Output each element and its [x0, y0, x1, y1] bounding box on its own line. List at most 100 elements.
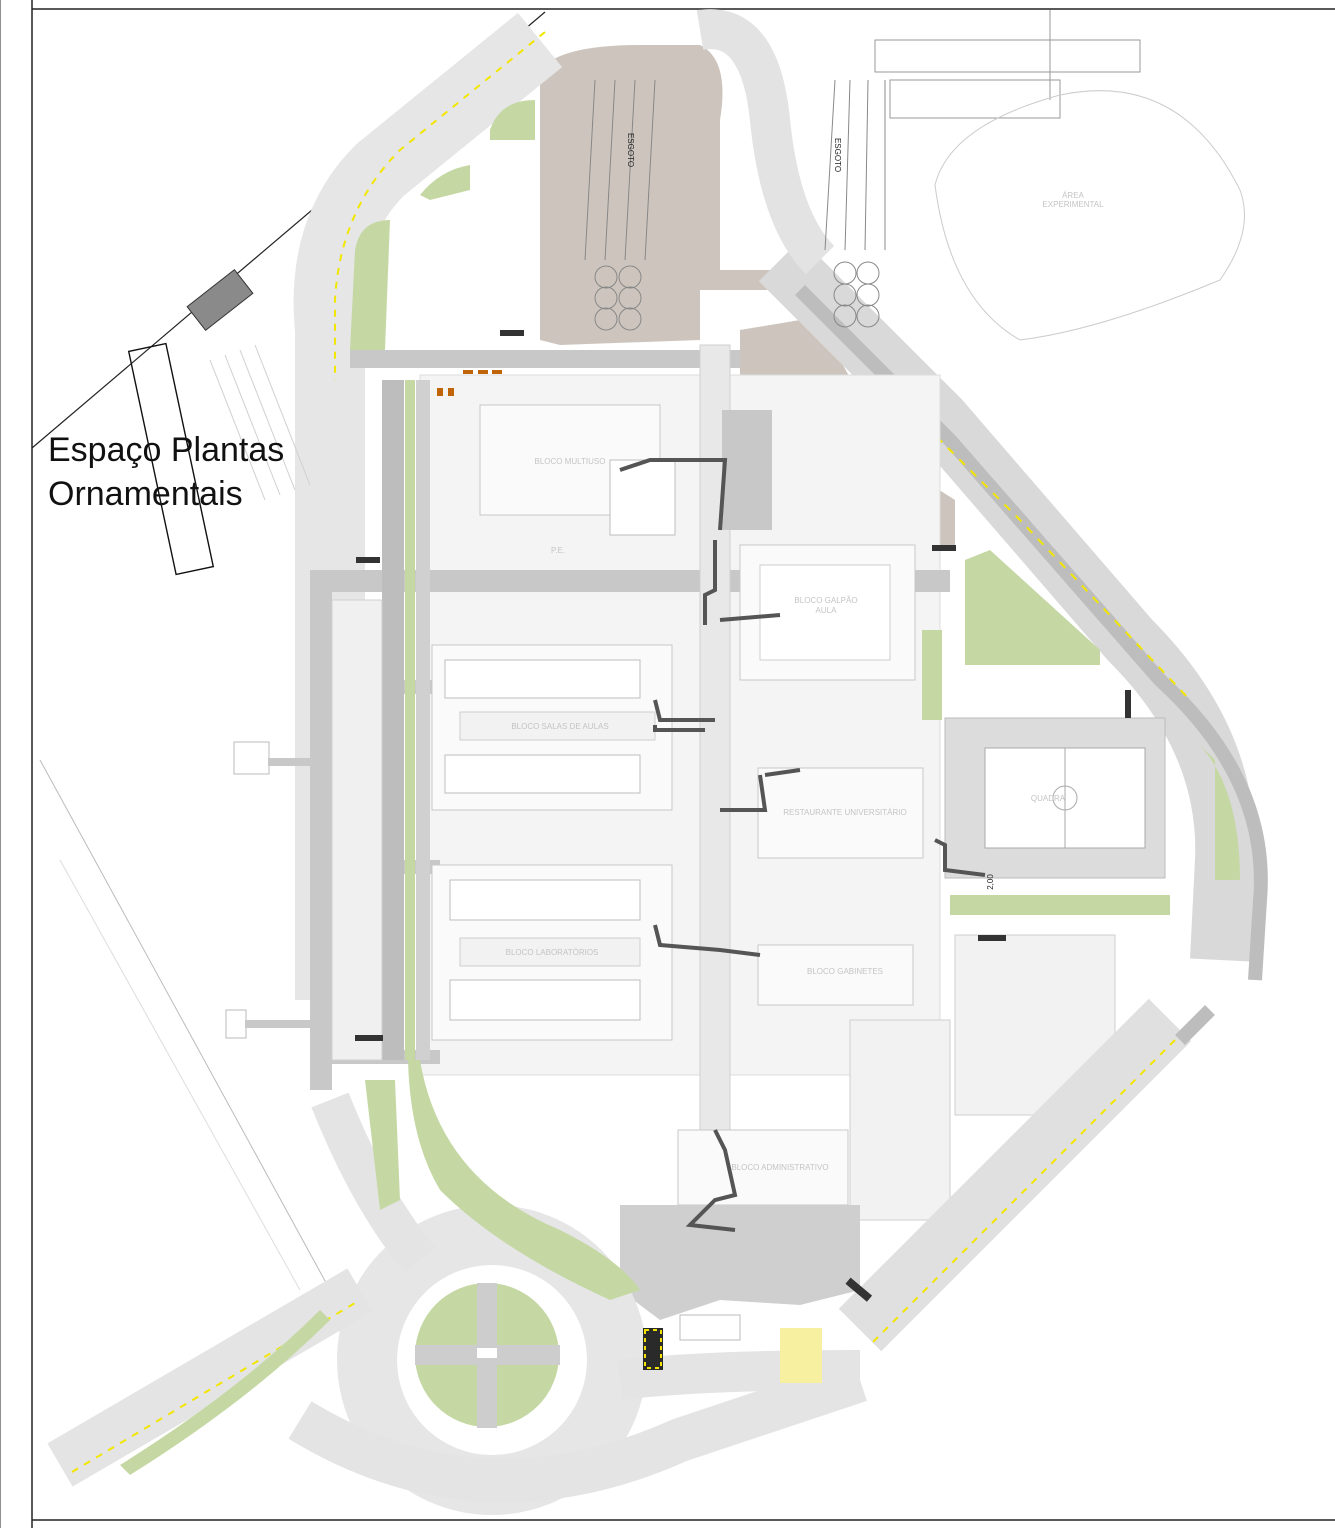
hatch-1 [500, 330, 524, 336]
west-parking [331, 599, 383, 1061]
west-kiosk-2-link [245, 1020, 310, 1028]
ne-parking [874, 10, 1141, 119]
access-path-2 [703, 540, 781, 625]
east-grass [965, 550, 1100, 665]
bloco-galpao-inner [759, 564, 891, 661]
west-kiosk-2 [225, 1009, 247, 1039]
crosswalk-1 [643, 1328, 663, 1370]
grass-south-1 [408, 1060, 640, 1300]
road-south-west [311, 1092, 436, 1273]
lot-line-west-2 [59, 859, 301, 1291]
access-path-5 [653, 924, 761, 957]
greenhouse [186, 269, 254, 331]
access-path-1 [619, 458, 728, 531]
north-loop [696, 9, 835, 275]
west-kiosk-1-link [268, 758, 310, 766]
road-southwest [47, 1268, 373, 1487]
lot-line-west [39, 759, 331, 1291]
west-strip [382, 380, 404, 1060]
label-bloco-gabinetes: BLOCO GABINETES [807, 967, 883, 976]
label-area-experimental-1: ÁREA [1062, 191, 1084, 200]
label-bloco-laboratorios: BLOCO LABORATÓRIOS [506, 948, 599, 957]
road-southeast [838, 998, 1192, 1352]
walkway-north [350, 350, 740, 368]
bloco-lab-hall [459, 937, 641, 967]
label-bloco-galpao-1: BLOCO GALPÃO [794, 596, 857, 605]
hatch-5 [978, 935, 1006, 941]
bloco-salas-row2 [444, 754, 641, 794]
west-strip-2 [416, 380, 430, 1060]
sewage-lines-1 [584, 79, 656, 261]
label-esgoto-2: ESGOTO [833, 138, 842, 172]
label-area-experimental-2: EXPERIMENTAL [1042, 200, 1104, 209]
bloco-multiuso-core [609, 459, 676, 536]
bloco-salas-row1 [444, 659, 641, 699]
bloco-lab-row1 [449, 879, 641, 921]
marker-3 [492, 370, 502, 374]
experimental-area [934, 90, 1245, 341]
south-plaza [620, 1205, 860, 1320]
road-southeast-marking [869, 1039, 1176, 1346]
west-kiosk-1 [233, 741, 270, 775]
label-bloco-multiuso: BLOCO MULTIUSO [535, 457, 606, 466]
hatch-7 [845, 1277, 873, 1302]
access-path-4 [720, 768, 801, 812]
annotation-line-2: Ornamentais [48, 475, 243, 513]
road-north-marking [334, 31, 546, 380]
access-path-6 [685, 1129, 738, 1232]
grass-n2 [420, 165, 470, 200]
sewage-tanks-1 [594, 265, 642, 331]
crosswalk-1-stripes [644, 1329, 662, 1369]
bloco-salas-hall [459, 711, 656, 741]
hatch-6 [355, 1035, 383, 1041]
label-quadra: QUADRA [1031, 794, 1066, 803]
grey-zone-1 [722, 410, 772, 530]
marker-2 [478, 370, 488, 374]
marker-1 [463, 370, 473, 374]
earth-area-north [540, 45, 800, 345]
label-pe: P.E. [551, 546, 565, 555]
road-southeast-edge [1175, 1005, 1215, 1045]
sewage-tanks-2 [833, 261, 880, 328]
road-north [293, 12, 563, 1000]
grass-n1 [490, 100, 535, 140]
label-bloco-salas: BLOCO SALAS DE AULAS [511, 722, 608, 731]
hatch-2 [356, 557, 380, 563]
crosswalk-2 [780, 1328, 822, 1383]
road-east-edge [795, 285, 1268, 981]
marker-5 [448, 388, 454, 396]
west-strip-green [405, 380, 415, 1060]
plants-area [127, 342, 215, 576]
east-parking-2 [849, 1019, 951, 1221]
hatch-4 [1125, 690, 1131, 718]
grass-south-2 [365, 1080, 400, 1210]
bloco-lab-row2 [449, 979, 641, 1021]
restaurante [757, 767, 924, 859]
gatehouse [679, 1314, 741, 1341]
east-grass-strip [950, 895, 1170, 915]
access-path-3 [653, 699, 715, 732]
hatch-3 [932, 545, 956, 551]
annotation-line-1: Espaço Plantas [48, 431, 285, 469]
east-grass-3 [922, 630, 942, 720]
grass-n3 [350, 220, 390, 350]
plants-beds [209, 344, 311, 501]
label-esgoto-1: ESGOTO [626, 133, 635, 167]
quadra-circle [1052, 785, 1078, 811]
bloco-gabinetes [757, 944, 914, 1006]
bloco-administrativo [677, 1129, 849, 1206]
label-bloco-galpao-2: AULA [816, 606, 838, 615]
label-bloco-administrativo: BLOCO ADMINISTRATIVO [731, 1163, 828, 1172]
marker-4 [437, 388, 443, 396]
access-path-7 [934, 838, 986, 877]
grass-southwest [120, 1310, 330, 1475]
roundabout-center [477, 1348, 497, 1358]
road-south-bottom [288, 1359, 867, 1503]
walkway-west-vert [310, 570, 332, 1090]
east-grass-2 [1200, 745, 1240, 880]
label-dimension: 2,00 [986, 874, 995, 890]
label-restaurante: RESTAURANTE UNIVERSITÁRIO [783, 808, 906, 817]
sewage-lines-2 [824, 79, 886, 251]
